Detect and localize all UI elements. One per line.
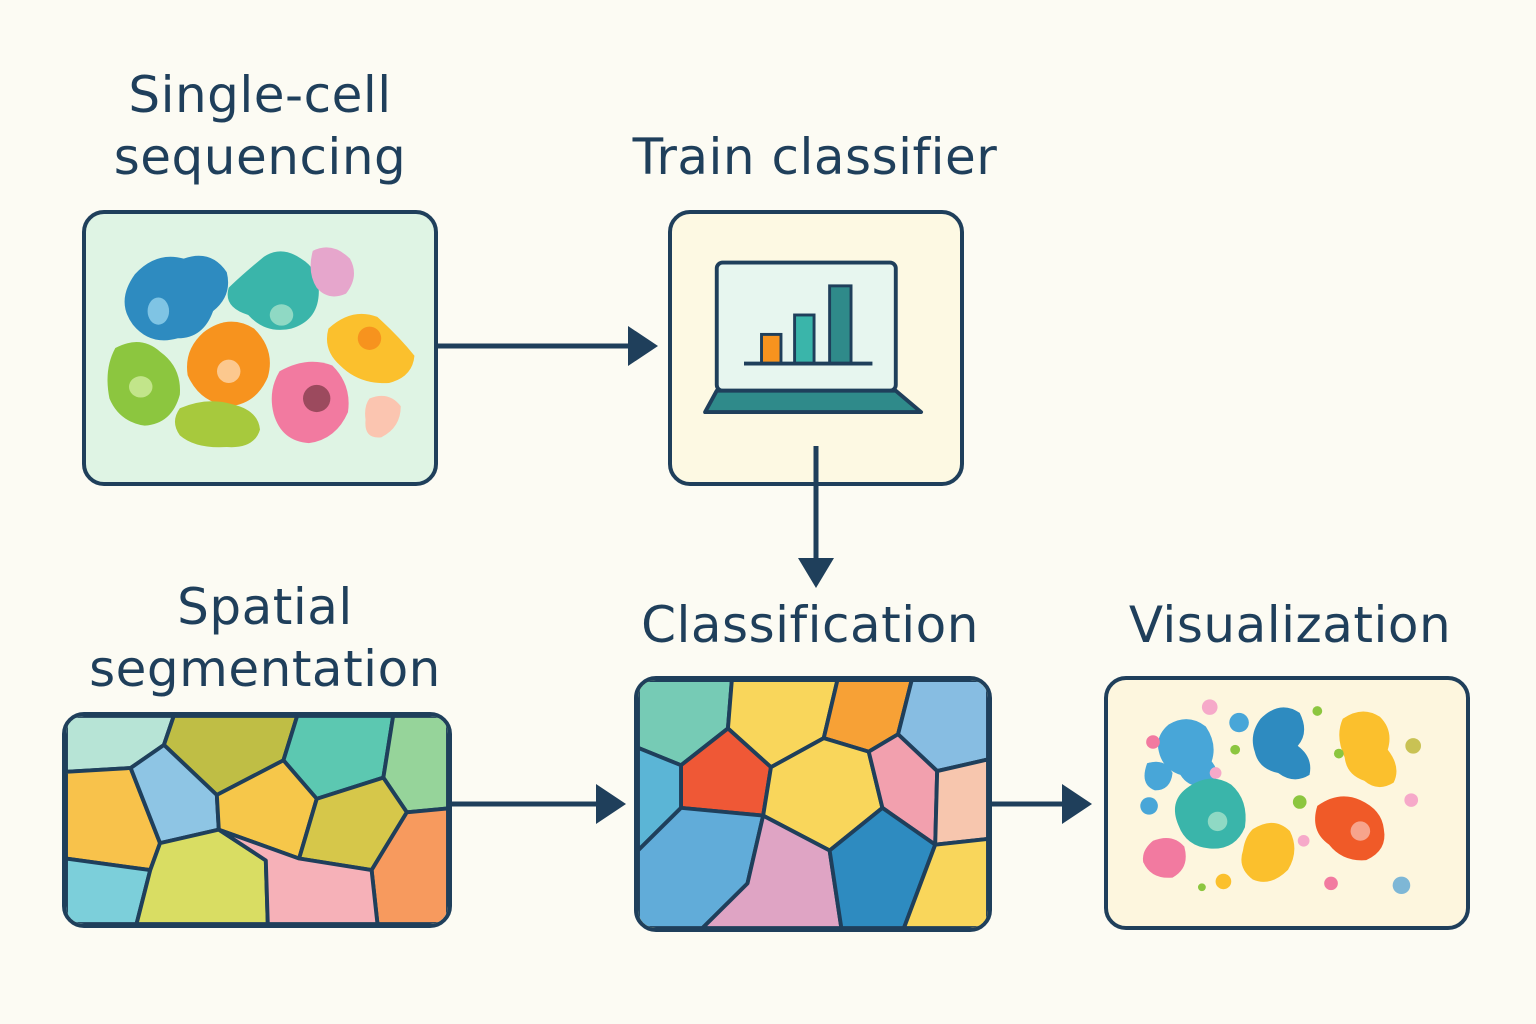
arrow-segmentation-to-classification <box>452 784 626 824</box>
label-visualization: Visualization <box>1090 594 1490 656</box>
label-line: Visualization <box>1128 596 1452 654</box>
visualization-panel <box>1104 676 1470 930</box>
label-line: Train classifier <box>632 128 998 186</box>
single-cell-panel <box>82 210 438 486</box>
laptop-bar-chart-icon <box>703 260 924 415</box>
label-train-classifier: Train classifier <box>600 126 1030 188</box>
label-line: segmentation <box>89 640 441 698</box>
label-spatial-segmentation: Spatial segmentation <box>60 576 470 700</box>
label-classification: Classification <box>600 594 1020 656</box>
spatial-segmentation-panel <box>62 712 452 928</box>
classification-panel <box>634 676 992 932</box>
cell-map-icon <box>1140 699 1422 895</box>
arrow-sequencing-to-train <box>438 326 658 366</box>
arrow-classification-to-visualization <box>992 784 1092 824</box>
cell-cluster-icon <box>107 247 415 448</box>
label-line: Single-cell <box>128 66 392 124</box>
label-line: Classification <box>641 596 979 654</box>
label-single-cell-sequencing: Single-cell sequencing <box>70 64 450 188</box>
label-line: Spatial <box>177 578 353 636</box>
train-classifier-panel <box>668 210 964 486</box>
voronoi-tiles-icon <box>66 716 448 924</box>
classified-tiles-icon <box>638 680 988 928</box>
label-line: sequencing <box>113 128 407 186</box>
